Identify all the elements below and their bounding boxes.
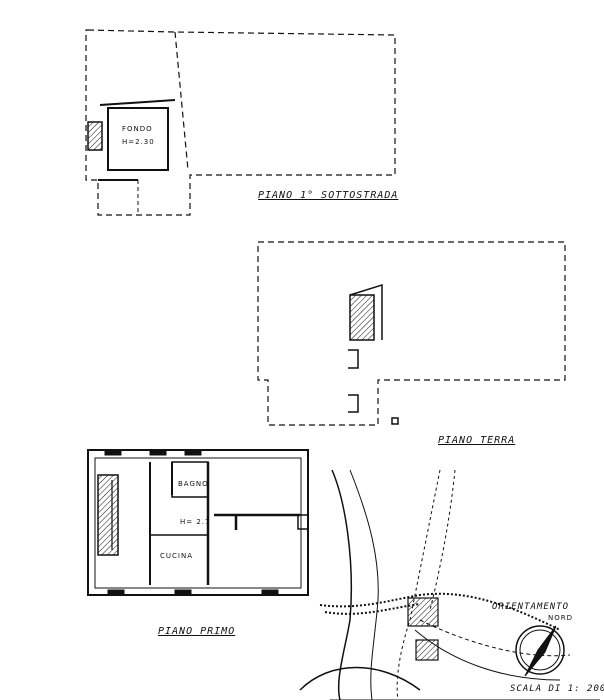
scale-label: SCALA DI 1: 200 [510, 684, 604, 694]
bagno-label: BAGNO [178, 480, 209, 488]
plan-terra [257, 241, 566, 426]
north-arrow-icon [524, 625, 557, 677]
title-sottostrada: PIANO 1° SOTTOSTRADA [258, 190, 399, 201]
compass-rose [515, 625, 565, 677]
title-primo: PIANO PRIMO [158, 626, 236, 637]
fondo-label: FONDO [122, 125, 153, 133]
north-label: NORD [548, 614, 573, 622]
divider-sottostrada [174, 31, 189, 171]
outline-dashed-sottostrada [85, 29, 396, 216]
room-fondo [107, 107, 169, 171]
stair-sottostrada [87, 121, 103, 151]
cucina-label: CUCINA [160, 552, 193, 560]
outline-dashed-terra [257, 241, 566, 426]
primo-height-label: H= 2.7 [180, 518, 211, 526]
plan-primo [87, 449, 309, 596]
site-map [299, 469, 600, 700]
site-building [407, 597, 439, 627]
fondo-height: H=2.30 [122, 138, 155, 146]
stair-terra [349, 294, 375, 341]
plan-sottostrada [85, 29, 396, 216]
orientation-label: ORIENTAMENTO [492, 602, 570, 612]
stair-primo [97, 474, 119, 556]
title-terra: PIANO TERRA [438, 435, 516, 446]
